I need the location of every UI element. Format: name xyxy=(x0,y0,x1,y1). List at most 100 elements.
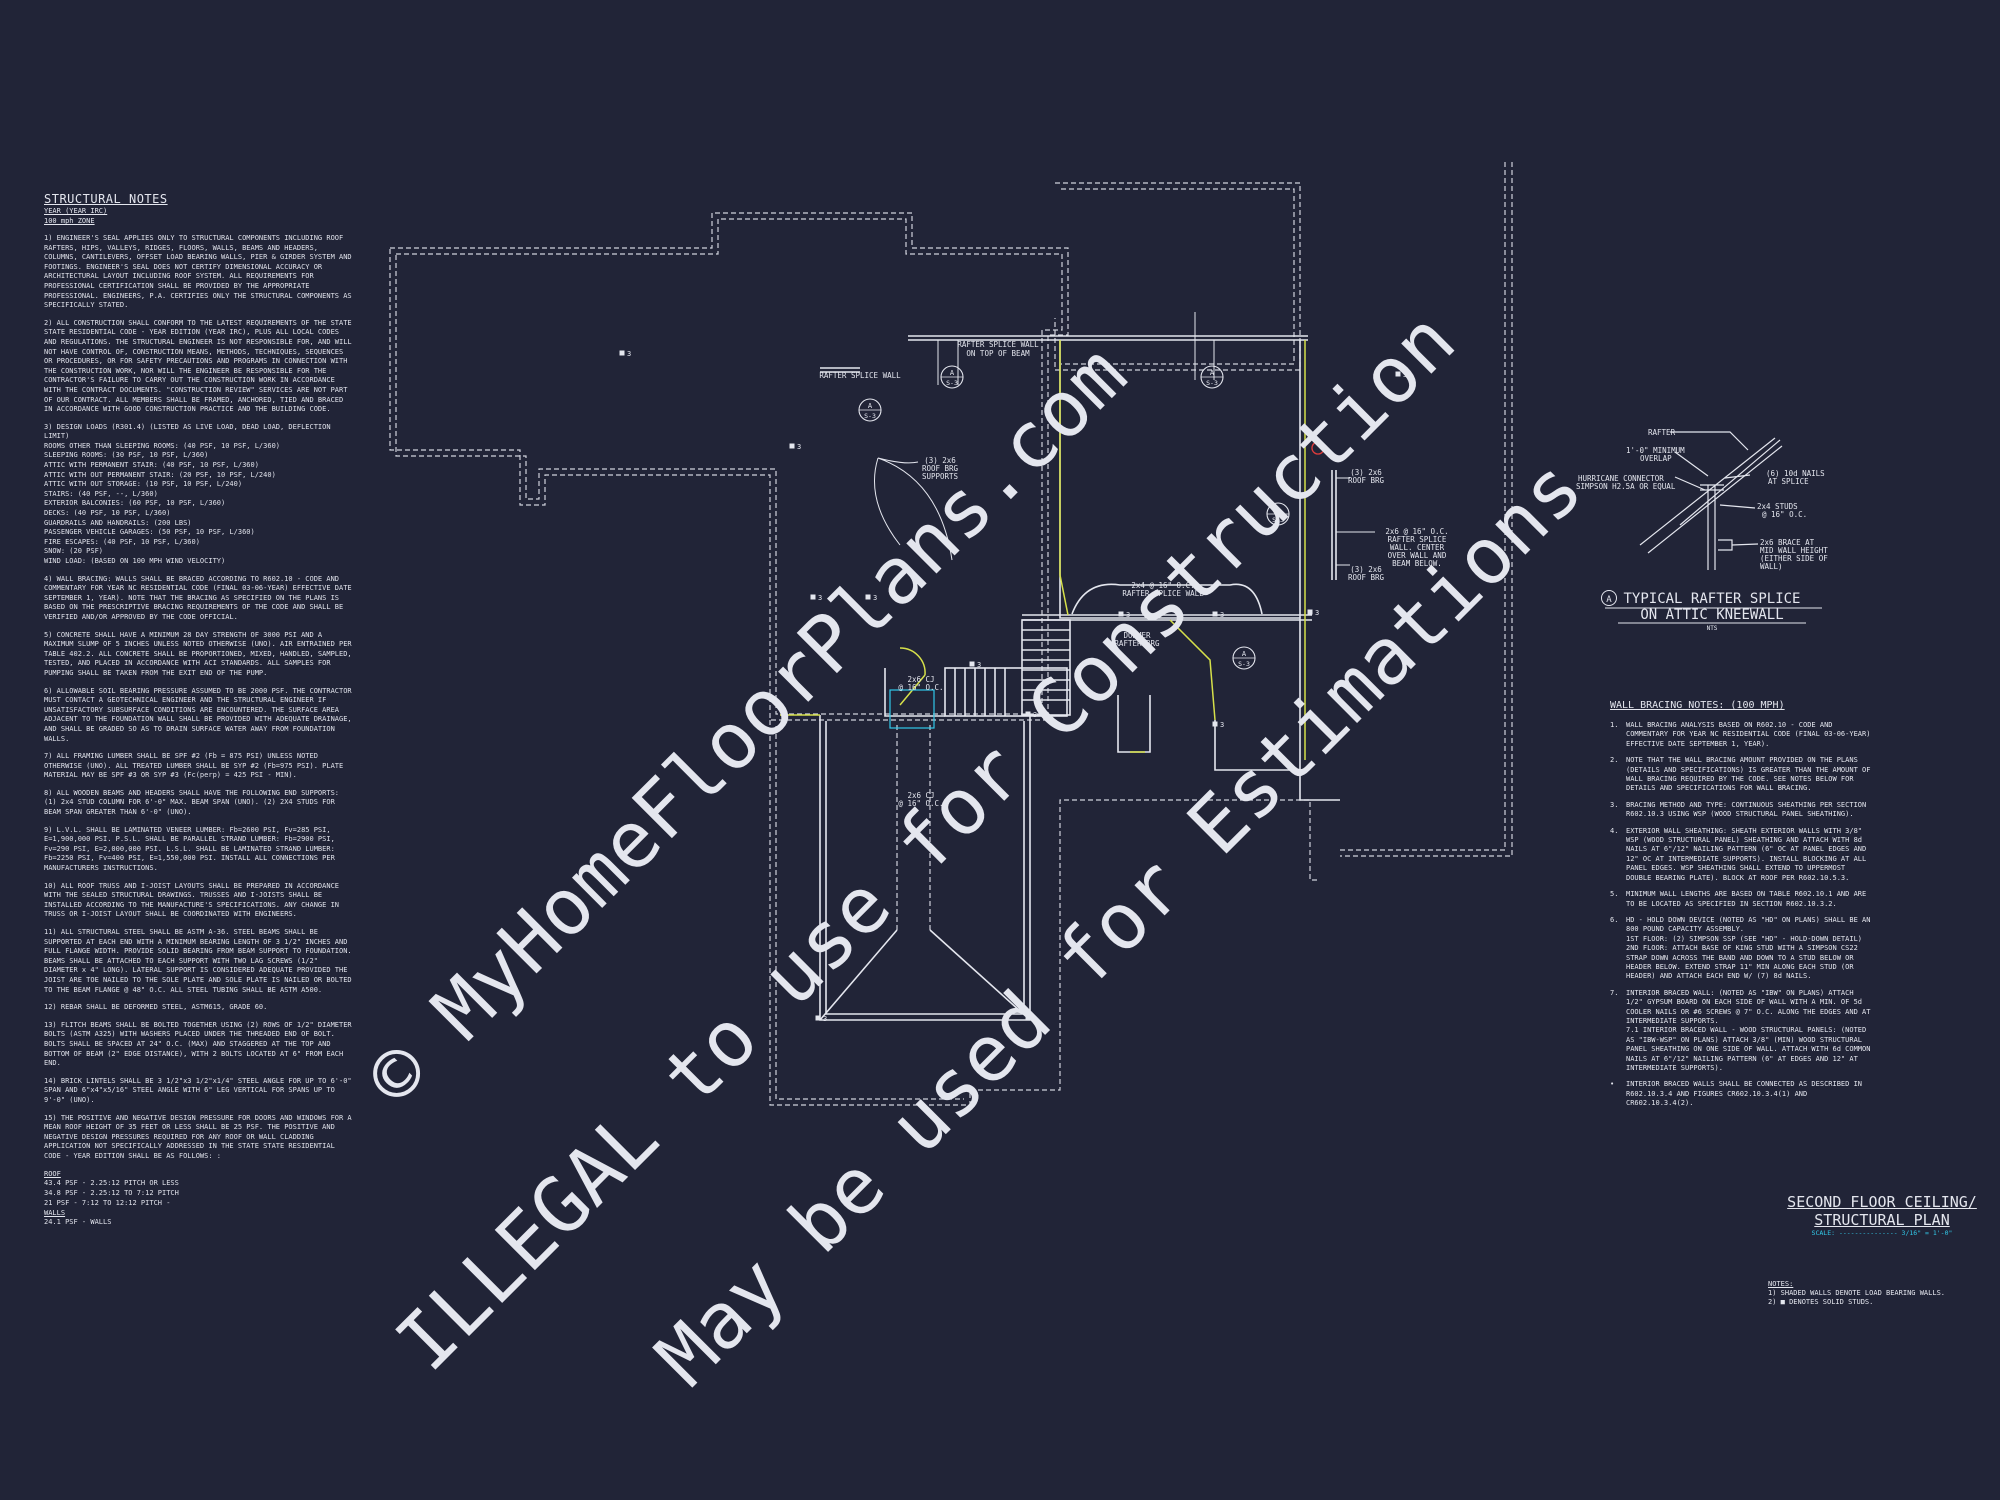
section-tag-sheet: S-3 xyxy=(1272,516,1284,524)
section-tag: A S-3 xyxy=(940,365,964,389)
sheet-title-block: SECOND FLOOR CEILING/ STRUCTURAL PLAN SC… xyxy=(1767,1193,1997,1237)
wall-bracing-item-text: WALL BRACING ANALYSIS BASED ON R602.10 -… xyxy=(1626,721,1871,748)
solid-stud-count: 3 xyxy=(823,1015,827,1023)
section-tag: AS-3 xyxy=(1232,646,1256,670)
wall-bracing-title: WALL BRACING NOTES: (100 MPH) xyxy=(1610,700,1785,711)
solid-stud-count: 3 xyxy=(873,594,877,602)
solid-stud-mark: 3 xyxy=(789,443,801,451)
sheet-notes-body: 1) SHADED WALLS DENOTE LOAD BEARING WALL… xyxy=(1768,1289,1946,1306)
wall-bracing-item-text: INTERIOR BRACED WALL: (NOTED AS "IBW" ON… xyxy=(1626,988,1871,1072)
solid-stud-mark: 3 xyxy=(619,350,631,358)
lower-wing-wall xyxy=(819,715,1031,1021)
solid-stud-count: 3 xyxy=(627,350,631,358)
structural-note-10: 10) ALL ROOF TRUSS AND I-JOIST LAYOUTS S… xyxy=(44,881,340,919)
sheet-scale: SCALE: --------------- 3/16" = 1'-0" xyxy=(1811,1229,1953,1237)
load-bearing-wall-diag xyxy=(1169,619,1216,721)
section-tag-sheet: S-3 xyxy=(946,379,958,387)
section-tag-sheet: S-3 xyxy=(864,412,876,420)
structural-notes-paragraphs: 1) ENGINEER'S SEAL APPLIES ONLY TO STRUC… xyxy=(44,234,354,1161)
wall-bracing-item-number: 3. xyxy=(1610,800,1619,809)
section-tag-letter: A xyxy=(1276,506,1281,514)
label-rafter-splice-left: RAFTER SPLICE WALL xyxy=(819,371,901,380)
structural-note-2: 2) ALL CONSTRUCTION SHALL CONFORM TO THE… xyxy=(44,318,352,414)
wall-bracing-item-text: HD - HOLD DOWN DEVICE (NOTED AS "HD" ON … xyxy=(1626,915,1871,981)
sheet-title-line1: SECOND FLOOR CEILING/ xyxy=(1787,1193,1977,1211)
detail-title-line1: TYPICAL RAFTER SPLICE xyxy=(1623,591,1800,607)
structural-note-14: 14) BRICK LINTELS SHALL BE 3 1/2"x3 1/2"… xyxy=(44,1076,352,1104)
solid-stud-count: 3 xyxy=(797,443,801,451)
solid-stud-mark: 3 xyxy=(1025,1015,1037,1023)
section-tag-letter: A xyxy=(1210,369,1215,377)
section-tag: A S-3 xyxy=(1266,502,1290,526)
wall-bracing-notes: WALL BRACING NOTES: (100 MPH) 1.WALL BRA… xyxy=(1610,700,1872,1116)
structural-notes: STRUCTURAL NOTES YEAR (YEAR IRC) 100 mph… xyxy=(44,192,354,1228)
solid-stud-count: 3 xyxy=(1126,611,1130,619)
sheet-notes: NOTES: 1) SHADED WALLS DENOTE LOAD BEARI… xyxy=(1768,1280,1968,1307)
right-splice-wall xyxy=(1331,470,1337,580)
solid-stud-mark: 3 xyxy=(1395,371,1407,379)
roof-outline-inner xyxy=(395,218,1063,715)
detail-rafter-label: RAFTER xyxy=(1648,428,1676,437)
lower-wing-outline xyxy=(769,720,1320,1106)
detail-title: A TYPICAL RAFTER SPLICE ON ATTIC KNEEWAL… xyxy=(1601,590,1822,632)
stair-lower xyxy=(944,667,1068,717)
solid-stud-mark: 3 xyxy=(1118,611,1130,619)
structural-note-3: 3) DESIGN LOADS (R301.4) (LISTED AS LIVE… xyxy=(44,422,331,565)
wall-bracing-item-text: MINIMUM WALL LENGTHS ARE BASED ON TABLE … xyxy=(1626,890,1867,908)
wall-bracing-item: •INTERIOR BRACED WALLS SHALL BE CONNECTE… xyxy=(1610,1080,1872,1108)
structural-note-13: 13) FLITCH BEAMS SHALL BE BOLTED TOGETHE… xyxy=(44,1020,352,1068)
wall-bracing-item: 4. EXTERIOR WALL SHEATHING: SHEATH EXTERI… xyxy=(1610,827,1872,883)
solid-stud-mark: 3 xyxy=(1212,611,1224,619)
wall-bracing-item-number: 4. xyxy=(1610,826,1619,835)
wall-bracing-item: 2.NOTE THAT THE WALL BRACING AMOUNT PROV… xyxy=(1610,756,1872,794)
structural-note-11: 11) ALL STRUCTURAL STEEL SHALL BE ASTM A… xyxy=(44,928,352,994)
detail-scale: NTS xyxy=(1707,625,1718,632)
structural-note-1: 1) ENGINEER'S SEAL APPLIES ONLY TO STRUC… xyxy=(44,234,352,310)
solid-stud-mark: 3 xyxy=(865,594,877,602)
structural-note-4: 4) WALL BRACING: WALLS SHALL BE BRACED A… xyxy=(44,574,352,621)
structural-notes-wind-zone: 100 mph ZONE xyxy=(44,217,95,225)
structural-note-9: 9) L.V.L. SHALL BE LAMINATED VENEER LUMB… xyxy=(44,825,335,873)
wall-pressure-value: 24.1 PSF - WALLS xyxy=(44,1218,112,1227)
wall-bracing-item: 7. INTERIOR BRACED WALL: (NOTED AS "IBW" … xyxy=(1610,989,1872,1074)
roof-pressure-label: ROOF xyxy=(44,1170,61,1179)
section-tag: A S-3 xyxy=(1200,365,1224,389)
detail-studs-label: 2x4 STUDS@ 16" O.C. xyxy=(1757,502,1807,519)
stair-door-box xyxy=(889,689,935,729)
section-tags: AS-3AS-3AS-3AS-3AS-3 xyxy=(858,365,1290,670)
roof-pressure-values: 43.4 PSF - 2.25:12 PITCH OR LESS 34.8 PS… xyxy=(44,1179,179,1207)
sheet-title-line2: STRUCTURAL PLAN xyxy=(1814,1211,1950,1229)
section-tag-letter: A xyxy=(950,369,955,377)
solid-stud-count: 3 xyxy=(977,661,981,669)
detail-title-line2: ON ATTIC KNEEWALL xyxy=(1640,607,1783,623)
wall-bracing-item: 1.WALL BRACING ANALYSIS BASED ON R602.10… xyxy=(1610,721,1872,749)
wall-bracing-item-number: 5. xyxy=(1610,890,1619,899)
right-boundary-line xyxy=(1340,162,1506,851)
section-tag-sheet: S-3 xyxy=(1206,379,1218,387)
wall-bracing-item-text: EXTERIOR WALL SHEATHING: SHEATH EXTERIOR… xyxy=(1626,826,1867,882)
revision-marker xyxy=(1311,441,1325,455)
section-tag: A S-3 xyxy=(858,398,882,422)
section-tag-sheet: S-3 xyxy=(1238,660,1250,668)
wall-bracing-item: 6.HD - HOLD DOWN DEVICE (NOTED AS "HD" O… xyxy=(1610,916,1872,982)
structural-note-8: 8) ALL WOODEN BEAMS AND HEADERS SHALL HA… xyxy=(44,788,340,817)
sheet-notes-label: NOTES: xyxy=(1768,1280,1794,1288)
wall-bracing-item-number: 7. xyxy=(1610,988,1619,997)
section-tag-letter: A xyxy=(868,402,873,410)
roof-outline xyxy=(389,212,1069,721)
label-cj-upper: 2x6 CJ@ 16" O.C. xyxy=(898,675,943,692)
solid-stud-mark: 3 xyxy=(1212,721,1224,729)
wall-bracing-items: 1.WALL BRACING ANALYSIS BASED ON R602.10… xyxy=(1610,721,1872,1109)
detail-tag: A xyxy=(1606,595,1612,605)
wall-bracing-item-number: 2. xyxy=(1610,756,1619,765)
solid-stud-count: 3 xyxy=(1403,371,1407,379)
structural-notes-year: YEAR (YEAR IRC) xyxy=(44,207,108,215)
